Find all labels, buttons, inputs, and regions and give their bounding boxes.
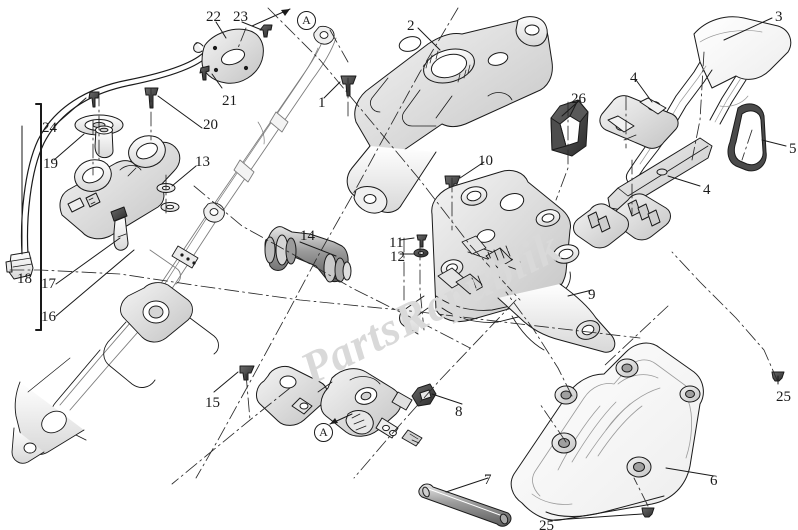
part-4-rail	[607, 137, 713, 211]
callout-23: 23	[233, 9, 248, 25]
part-13-washers	[156, 183, 180, 212]
part-26-clip-bracket	[550, 99, 589, 157]
callout-16: 16	[41, 309, 56, 325]
callout-26: 26	[571, 91, 586, 107]
part-23-screw	[259, 24, 273, 38]
callout-6: 6	[710, 473, 718, 489]
part-18-wiring-harness	[5, 49, 210, 331]
callout-A: A	[314, 423, 333, 442]
part-4-clamp-lower-2	[573, 203, 629, 249]
callout-22: 22	[206, 9, 221, 25]
part-9-rear-subframe	[399, 169, 616, 353]
callout-3: 3	[775, 9, 783, 25]
part-2-upper-bracket	[346, 16, 553, 214]
callout-4: 4	[703, 182, 711, 198]
part-21-screw	[199, 65, 210, 81]
callout-20: 20	[203, 117, 218, 133]
callout-12: 12	[390, 249, 405, 265]
section-arrow-a-top	[251, 8, 291, 27]
callout-18: 18	[17, 271, 32, 287]
assembly-axis-lines	[9, 7, 779, 507]
part-15-screw	[239, 365, 255, 381]
callout-17: 17	[41, 276, 56, 292]
leader-lines	[21, 17, 787, 521]
part-20-screw	[144, 87, 159, 109]
callout-10: 10	[478, 153, 493, 169]
part-16-17-master-cylinder	[59, 125, 181, 251]
callout-13: 13	[195, 154, 210, 170]
part-6-side-panel	[510, 342, 704, 521]
callout-19: 19	[43, 156, 58, 172]
part-4-bracket-upper	[599, 95, 679, 149]
part-22-cover-plate	[193, 28, 264, 84]
frame-left-rail	[11, 25, 337, 464]
callout-A: A	[297, 11, 316, 30]
callout-25: 25	[539, 518, 554, 530]
lower-bracket-assembly	[256, 365, 423, 447]
callout-7: 7	[484, 472, 492, 488]
part-11-12-screw-washer	[413, 234, 429, 258]
callout-25: 25	[776, 389, 791, 405]
callout-9: 9	[588, 287, 596, 303]
part-24-screw	[88, 91, 100, 108]
callout-14: 14	[300, 228, 315, 244]
part-14-spacer-shaft	[264, 226, 352, 283]
part-5-rubber-seal	[727, 103, 767, 172]
section-arrow-a-bottom	[329, 413, 353, 425]
callout-5: 5	[789, 141, 797, 157]
callout-21: 21	[222, 93, 237, 109]
callout-15: 15	[205, 395, 220, 411]
callout-24: 24	[42, 120, 57, 136]
callout-2: 2	[407, 18, 415, 34]
callout-8: 8	[455, 404, 463, 420]
callout-1: 1	[318, 95, 326, 111]
part-7-rod	[418, 483, 512, 527]
callout-11: 11	[389, 235, 404, 251]
callout-4: 4	[630, 70, 638, 86]
part-1-screw	[340, 75, 357, 97]
